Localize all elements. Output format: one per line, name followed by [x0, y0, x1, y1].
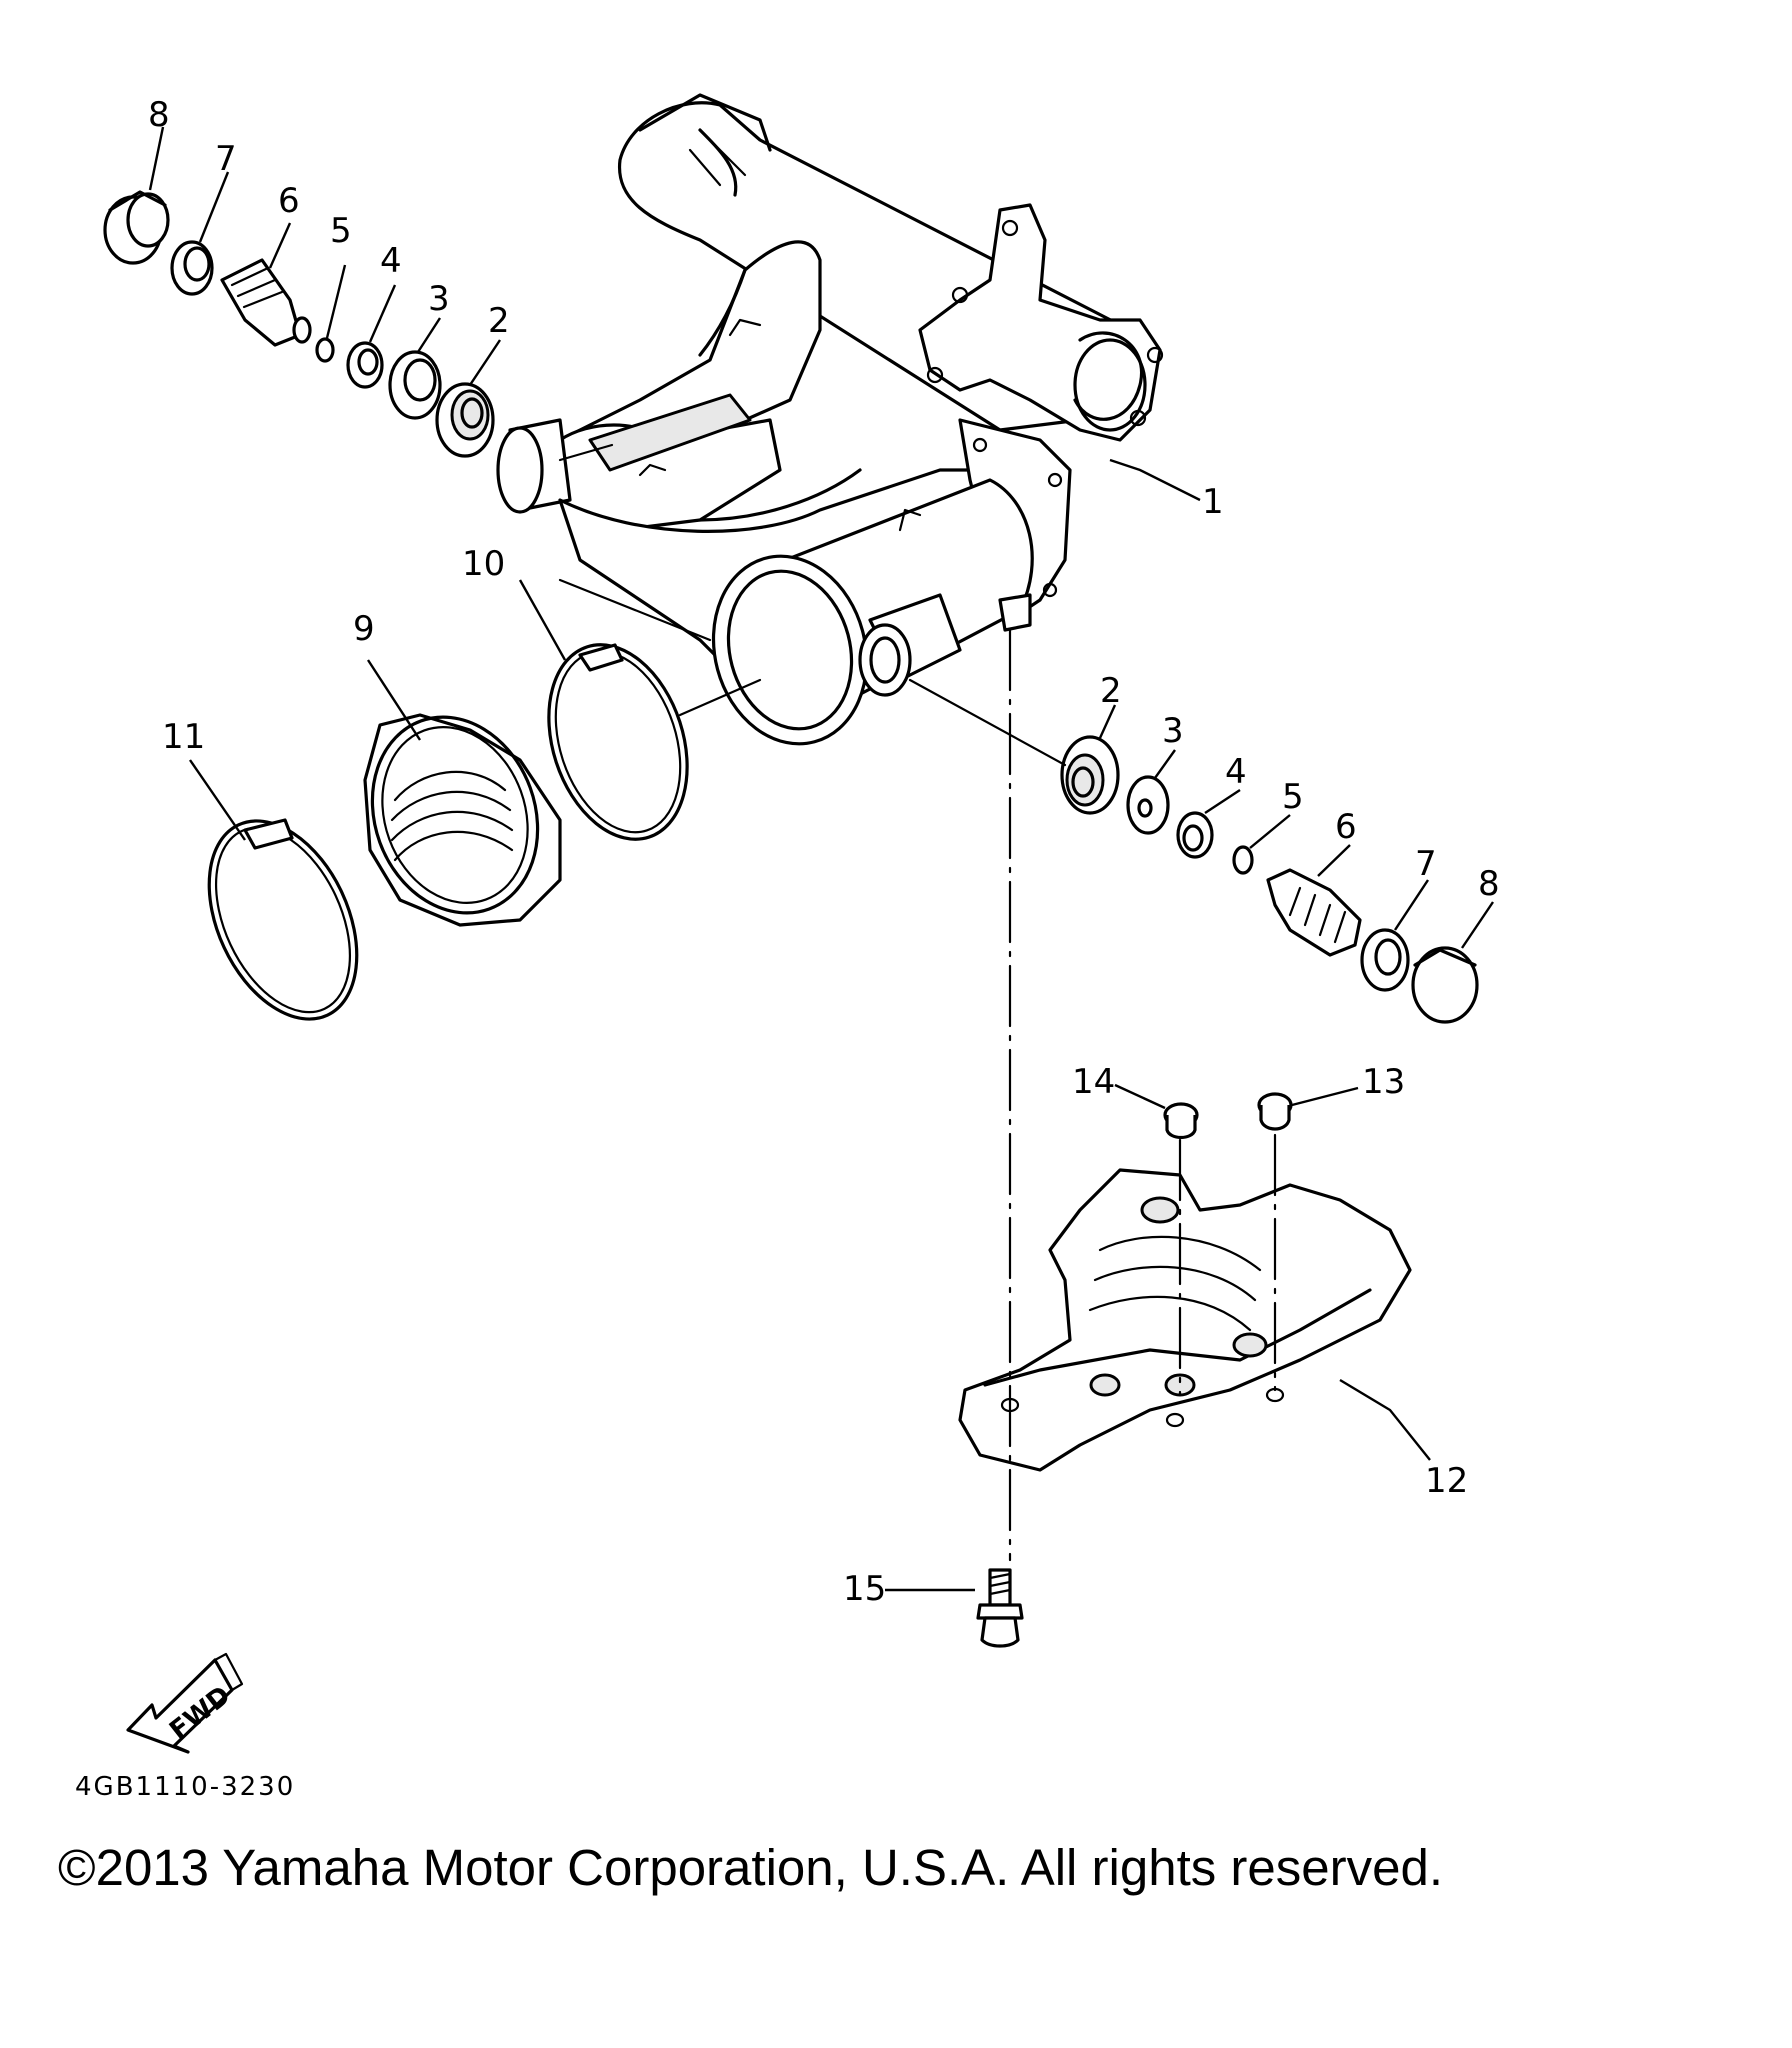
callout-10: 10	[462, 544, 505, 584]
diagram-part-code: 4GB1110-3230	[75, 1772, 295, 1802]
copyright-notice: ©2013 Yamaha Motor Corporation, U.S.A. A…	[58, 1839, 1444, 1896]
callout-1: 1	[1202, 482, 1224, 522]
callout-8-left: 8	[148, 95, 170, 135]
bolt-15	[976, 1568, 1024, 1648]
swingarm	[496, 93, 1164, 746]
assembly-lines	[558, 443, 1277, 1562]
callout-4-right: 4	[1225, 752, 1247, 792]
callout-6-left: 6	[278, 181, 300, 221]
callout-7-left: 7	[215, 139, 237, 179]
callout-4-left: 4	[380, 241, 402, 281]
callout-5-right: 5	[1282, 777, 1304, 817]
right-bearing-stack	[1060, 735, 1479, 1024]
callout-12: 12	[1425, 1461, 1468, 1501]
callout-11: 11	[162, 717, 205, 757]
callout-9: 9	[353, 609, 375, 649]
leader-lines	[148, 126, 1494, 1592]
callout-3-right: 3	[1162, 711, 1184, 751]
callout-14: 14	[1072, 1062, 1115, 1102]
callout-13: 13	[1362, 1062, 1405, 1102]
callout-labels: 8 7 6 5 4 3 2 1 10 9 11 2 3 4 5 6 7 8 14…	[148, 95, 1500, 1609]
callout-2-right: 2	[1100, 671, 1122, 711]
callout-7-right: 7	[1415, 844, 1437, 884]
left-bearing-stack	[103, 190, 495, 458]
grommet-13	[1257, 1092, 1293, 1131]
callout-6-right: 6	[1335, 807, 1357, 847]
callout-3-left: 3	[428, 279, 450, 319]
fwd-arrow-icon: FWD	[126, 1652, 244, 1754]
boot-and-clamps	[207, 643, 689, 1021]
callout-2-left: 2	[488, 301, 510, 341]
callout-8-right: 8	[1478, 864, 1500, 904]
callout-15: 15	[843, 1569, 886, 1609]
grommet-14	[1163, 1102, 1199, 1140]
swingarm-guard	[958, 1168, 1412, 1472]
callout-5-left: 5	[330, 211, 352, 251]
